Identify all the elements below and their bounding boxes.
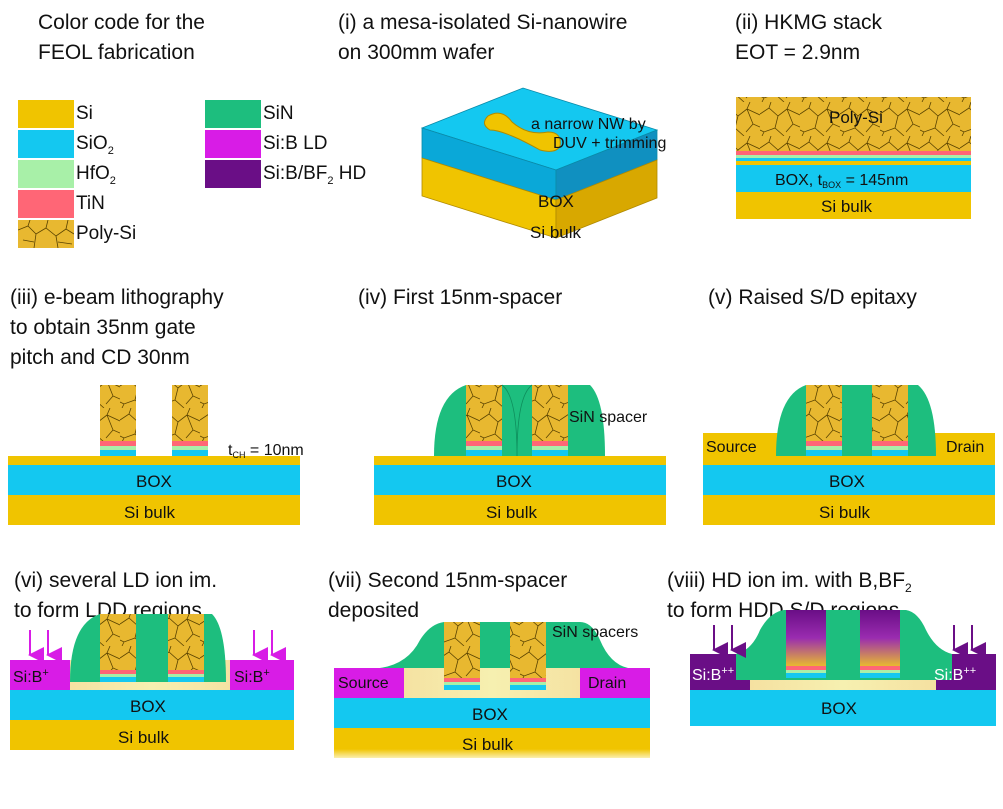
legend-label-poly: Poly-Si: [76, 223, 137, 244]
step3-tch-label: tCH = 10nm: [228, 442, 304, 460]
step7-diagram: SiN spacers Source Drain BOX Si bulk: [334, 622, 650, 758]
step3-title-line1: (iii) e-beam lithography: [10, 286, 224, 309]
step8-diagram: Si:B++ Si:B++ BOX: [690, 610, 996, 726]
step1-si-bulk-label: Si bulk: [530, 223, 582, 242]
legend-title-line1: Color code for the: [38, 11, 205, 34]
nw-note-line1: a narrow NW by: [531, 116, 646, 133]
step1-box-label: BOX: [538, 192, 574, 211]
legend-swatch-sio2: [18, 130, 74, 158]
step8-sib-right-label: Si:B++: [934, 665, 976, 684]
step4-sin-spacer-label: SiN spacer: [569, 409, 648, 426]
step6-si-bulk-label: Si bulk: [118, 728, 170, 747]
nw-note-line2: DUV + trimming: [553, 135, 666, 152]
step4-title: (iv) First 15nm-spacer: [358, 286, 563, 309]
step1-title-line1: (i) a mesa-isolated Si-nanowire: [338, 11, 628, 34]
step8-box-label: BOX: [821, 699, 857, 718]
step7-title-line2: deposited: [328, 599, 420, 622]
legend-swatch-tin: [18, 190, 74, 218]
step2-box-tbox-label: BOX, tBOX = 145nm: [775, 172, 908, 190]
legend-label-ld: Si:B LD: [263, 133, 328, 154]
step3-box-label: BOX: [136, 472, 172, 491]
step4-box-label: BOX: [496, 472, 532, 491]
step2-title-line2: EOT = 2.9nm: [735, 41, 861, 64]
legend-label-sio2: SiO2: [76, 133, 114, 157]
legend-label-sin: SiN: [263, 103, 294, 124]
legend-label-tin: TiN: [76, 193, 105, 214]
step6-title-line1: (vi) several LD ion im.: [14, 569, 218, 592]
step7-source-label: Source: [338, 675, 389, 692]
step8-sib-left-label: Si:B++: [692, 665, 734, 684]
legend-label-hd: Si:B/BF2 HD: [263, 163, 367, 187]
legend-swatch-sin: [205, 100, 261, 128]
step5-si-bulk-label: Si bulk: [819, 503, 871, 522]
legend-title-line2: FEOL fabrication: [38, 41, 195, 64]
step2-si-bulk-label: Si bulk: [821, 197, 873, 216]
step3-gate-1: [100, 385, 136, 456]
legend-label-si: Si: [76, 103, 93, 124]
step3-title-line2: to obtain 35nm gate: [10, 316, 196, 339]
step2-diagram: Poly-Si BOX, tBOX = 145nm Si bulk: [736, 97, 971, 219]
step1-diagram: a narrow NW by DUV + trimming BOX Si bul…: [420, 87, 666, 242]
step3-diagram: tCH = 10nm BOX Si bulk: [8, 385, 304, 525]
step5-source-label: Source: [706, 439, 757, 456]
step6-diagram: Si:B+ Si:B+ BOX Si bulk: [10, 614, 294, 750]
step2-title-line1: (ii) HKMG stack: [735, 11, 882, 34]
step2-poly-label: Poly-Si: [829, 108, 883, 127]
step5-drain-label: Drain: [946, 439, 984, 456]
legend-swatch-hfo2: [18, 160, 74, 188]
step7-sin-spacers-label: SiN spacers: [552, 624, 638, 641]
legend-swatch-poly: [18, 220, 74, 248]
step7-drain-label: Drain: [588, 675, 626, 692]
step1-title-line2: on 300mm wafer: [338, 41, 495, 64]
legend-swatch-si: [18, 100, 74, 128]
step3-title-line3: pitch and CD 30nm: [10, 346, 190, 369]
legend-swatch-ld: [205, 130, 261, 158]
step3-si-bulk-label: Si bulk: [124, 503, 176, 522]
step8-title-line1: (viii) HD ion im. with B,BF2: [667, 569, 912, 596]
legend-swatch-hd: [205, 160, 261, 188]
step3-gate-2: [172, 385, 208, 456]
step7-box-label: BOX: [472, 705, 508, 724]
step5-title: (v) Raised S/D epitaxy: [708, 286, 917, 309]
step6-sib-right-label: Si:B+: [234, 667, 270, 686]
step6-sib-left-label: Si:B+: [13, 667, 49, 686]
step6-box-label: BOX: [130, 697, 166, 716]
step4-diagram: SiN spacer BOX Si bulk: [374, 384, 666, 525]
step5-diagram: Source Drain BOX Si bulk: [703, 385, 995, 525]
step7-title-line1: (vii) Second 15nm-spacer: [328, 569, 568, 592]
legend-label-hfo2: HfO2: [76, 163, 116, 187]
step4-si-bulk-label: Si bulk: [486, 503, 538, 522]
step7-si-bulk-label: Si bulk: [462, 735, 514, 754]
step5-box-label: BOX: [829, 472, 865, 491]
